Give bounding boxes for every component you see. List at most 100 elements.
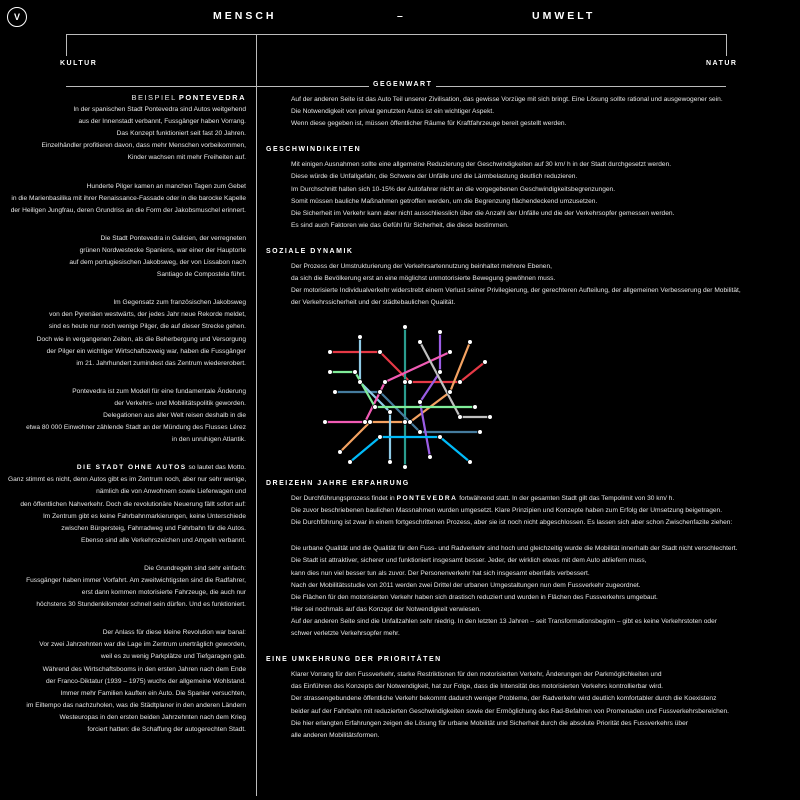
left-paragraph-5: Pontevedra ist zum Modell für eine funda… [8,386,246,446]
text-line: grünen Nordwestecke Spaniens, war einer … [79,246,246,254]
left-column: BEISPIEL PONTEVEDRA In der spanischen St… [8,92,246,752]
metro-station [457,414,463,420]
axis-kultur: KULTUR [60,60,98,67]
text-line: Die Flächen für den motorisierten Verkeh… [291,593,658,601]
top-axis-line [66,34,726,35]
text-line: Die Grundregeln sind sehr einfach: [144,564,246,572]
text-line: der Heiligen Jungfrau, deren Grundriss a… [10,206,246,214]
section-3b-text: Die urbane Qualität und die Qualität für… [266,543,786,640]
metro-stations [322,324,493,470]
metro-station [347,459,353,465]
text-line: den öffentlichen Nahverkehr. Doch die re… [20,500,246,508]
text-line: Hunderte Pilger kamen an manchen Tagen z… [86,182,246,190]
metro-station [472,404,478,410]
text-line: Santiago de Compostela führt. [156,271,246,279]
text-line: Im Gegensatz zum französischen Jakobsweg [113,299,246,307]
left-paragraph-4: Im Gegensatz zum französischen Jakobsweg… [8,297,246,370]
axis-natur: NATUR [706,60,738,67]
metro-station [437,434,443,440]
text-line: schwer verletzte Verkehrsopfer mehr. [291,630,400,638]
spacer [266,529,786,543]
left-paragraph-1: In der spanischen Stadt Pontevedra sind … [8,104,246,164]
text-line: Es sind auch Faktoren wie das Gefühl für… [291,221,509,229]
text-line: Die hier erlangten Erfahrungen zeigen di… [291,719,688,727]
text-line: Wenn diese gegeben ist, müssen öffentlic… [291,120,567,128]
metro-station [437,329,443,335]
text-line: im Eiltempo das nachzuholen, was die Stä… [26,701,246,709]
metro-station [377,389,383,395]
metro-line [330,370,475,409]
text-line: Der Prozess der Umstrukturierung der Ver… [291,263,552,271]
text-line: auf dem portugiesischen Jakobsweg, der v… [69,259,246,267]
text-line: Die zuvor beschriebenen baulichen Massna… [291,507,723,515]
text-line: Der motorisierte Individualverkehr wider… [291,287,741,295]
metro-station [407,379,413,385]
metro-station [362,419,368,425]
metro-station [387,409,393,415]
right-column-bottom: DREIZEHN JAHRE ERFAHRUNG Der Durchführun… [266,478,786,742]
text-line: höchstens 30 Stundenkilometer schnell se… [36,601,246,609]
metro-station [327,369,333,375]
metro-line [330,350,486,384]
metro-station [377,434,383,440]
text-line: Während des Wirtschaftsbooms in den erst… [42,665,246,673]
title-light: BEISPIEL [131,93,177,102]
metro-station [407,419,413,425]
section-geschwindigkeiten: GESCHWINDIKEITEN [266,146,362,154]
metro-line [418,332,442,458]
metro-line [325,351,451,424]
text-line: Ebenso sind alle Verkehrszeichen und Amp… [81,536,246,544]
metro-station [327,349,333,355]
text-line: kann dies nun viel besser tun als zuvor.… [291,569,590,577]
text-line: forciert hatten: die Schaffung der autog… [87,726,246,734]
text-line: Das Konzept funktioniert seit fast 20 Ja… [116,130,246,138]
metro-station [337,449,343,455]
text-line: sind es heute nur noch wenige Pilger, di… [48,323,246,331]
metro-station [427,454,433,460]
text-line: Ganz stimmt es nicht, denn Autos gibt es… [8,476,247,484]
text-line: Vor zwei Jahrzehnten war die Lage im Zen… [39,641,246,649]
section-4-text: Klarer Vorrang für den Fussverkehr, star… [266,669,786,742]
metro-station [477,429,483,435]
metro-station [377,349,383,355]
s3-bold: PONTEVEDRA [396,495,458,503]
text-line: Die Notwendigkeit von privat genutzten A… [291,108,495,116]
s3-pre: Der Durchführungsprozess findet in [291,495,397,503]
column-divider [256,34,257,796]
text-line: das Einführen des Konzepts der Notwendig… [291,683,664,691]
metro-station [487,414,493,420]
text-line: der Verkehrssicherheit und der städtebau… [291,299,456,307]
text-line: weil es zu wenig Parkplätze und Tiefgara… [100,653,246,661]
metro-station [402,379,408,385]
section-dreizehn-jahre: DREIZEHN JAHRE ERFAHRUNG [266,480,410,487]
text-line: Diese würde die Unfallgefahr, die Schwer… [291,173,578,181]
v-badge: V [7,7,27,27]
section-3a-text: Die zuvor beschriebenen baulichen Massna… [266,505,786,529]
text-line: Hier sei nochmals auf das Konzept der No… [291,605,481,613]
metro-station [402,419,408,425]
text-line: etwa 80 000 Einwohner zählende Stadt an … [26,424,246,432]
motto-bold: DIE STADT OHNE AUTOS [76,464,187,472]
text-line: im 21. Jahrhundert zumindest das Zentrum… [76,359,246,367]
metro-station [367,419,373,425]
metro-map [322,324,493,470]
text-line: aus der Innenstadt verbannt, Fussgänger … [78,118,246,126]
left-paragraph-8: Der Anlass für diese kleine Revolution w… [8,627,246,736]
text-line: Nach der Mobilitätsstudie von 2011 werde… [291,581,641,589]
text-line: Westeuropas in den ersten beiden Jahrzeh… [59,713,246,721]
text-line: Der strassengebundene öffentliche Verkeh… [291,695,717,703]
text-line: Im Durchschnitt halten sich 10-15% der A… [291,185,616,193]
metro-station [417,429,423,435]
header-umwelt: UMWELT [532,10,596,22]
text-line: Im Zentrum gibt es keine Fahrbahnmarkier… [42,512,246,520]
text-line: Die urbane Qualität und die Qualität für… [291,545,738,553]
text-line: nämlich die von Anwohnern sowie Lieferwa… [96,488,246,496]
metro-station [352,369,358,375]
text-line: Die Stadt ist attraktiver, sicherer und … [291,557,647,565]
text-line: da sich die Bevölkerung erst an eine mög… [291,275,556,283]
metro-station [467,459,473,465]
metro-station [387,459,393,465]
metro-station [482,359,488,365]
metro-line [335,390,480,434]
text-line: Klarer Vorrang für den Fussverkehr, star… [291,671,662,679]
